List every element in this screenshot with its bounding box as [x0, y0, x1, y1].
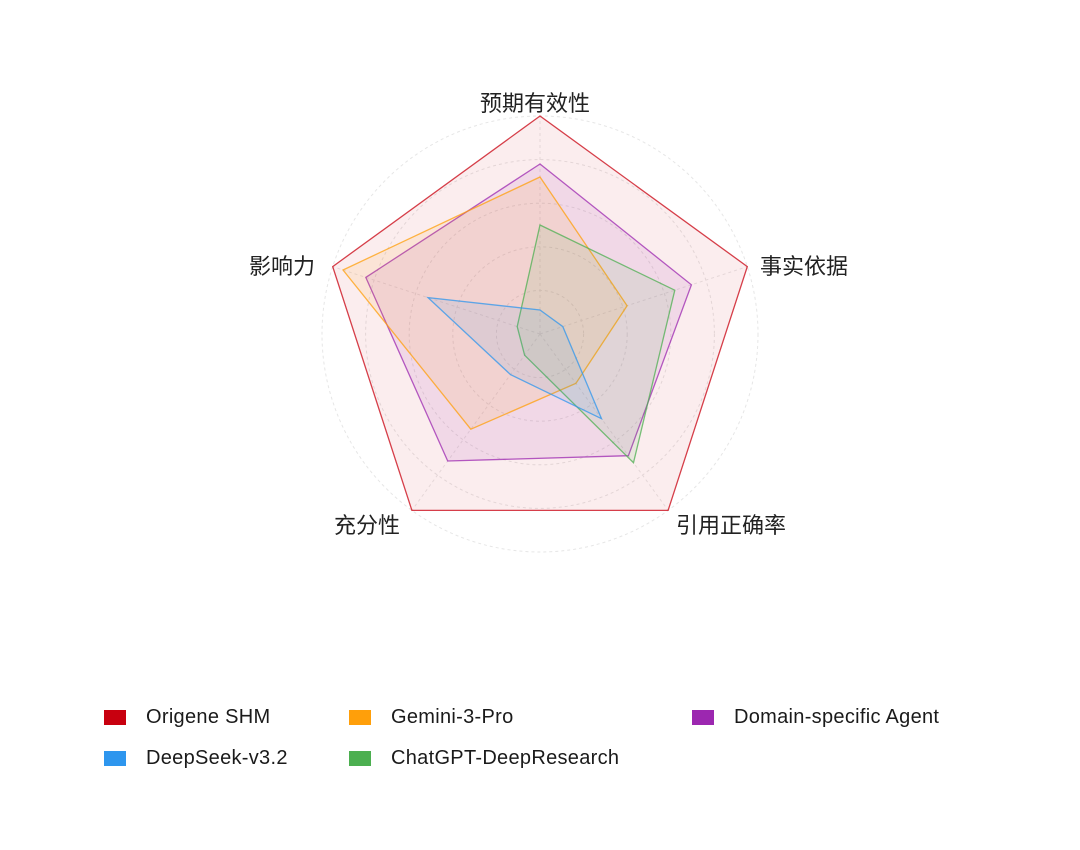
axis-label-expected-effectiveness: 预期有效性 [480, 92, 591, 117]
grid-spoke [539, 266, 748, 335]
legend-item-deepseek-v3-2[interactable]: DeepSeek-v3.2 [104, 747, 288, 770]
legend-label: ChatGPT-DeepResearch [391, 747, 620, 769]
legend-swatch-red [104, 710, 126, 725]
axis-label-influence: 影响力 [249, 255, 316, 280]
legend-label: Origene SHM [146, 706, 271, 728]
radar-series [331, 115, 749, 512]
series-gemini-3-pro [341, 176, 628, 430]
legend-swatch-purple [692, 710, 714, 725]
series-chatgpt-deepresearch [516, 224, 676, 464]
grid-spoke [332, 266, 541, 335]
legend-item-gemini-3-pro[interactable]: Gemini-3-Pro [349, 706, 514, 729]
grid-spoke [539, 333, 669, 511]
grid-circle [408, 202, 672, 466]
legend-label: Gemini-3-Pro [391, 706, 514, 728]
legend-swatch-blue [104, 751, 126, 766]
legend-label: Domain-specific Agent [734, 706, 940, 728]
grid-spoke [411, 333, 541, 511]
grid-circle [452, 246, 628, 422]
legend-label: DeepSeek-v3.2 [146, 747, 288, 769]
legend-swatch-orange [349, 710, 371, 725]
axis-label-citation-accuracy: 引用正确率 [676, 514, 787, 539]
axis-label-sufficiency: 充分性 [334, 514, 401, 539]
axis-label-factual-basis: 事实依据 [760, 255, 849, 280]
series-origene-shm [331, 115, 749, 512]
series-domain-specific-agent [364, 163, 693, 462]
legend-item-origene-shm[interactable]: Origene SHM [104, 706, 270, 729]
legend-item-chatgpt-deepresearch[interactable]: ChatGPT-DeepResearch [349, 747, 619, 770]
grid-circle [365, 159, 715, 509]
legend-swatch-green [349, 751, 371, 766]
legend-item-domain-specific-agent[interactable]: Domain-specific Agent [692, 706, 939, 729]
series-deepseek-v3-2 [426, 296, 603, 421]
